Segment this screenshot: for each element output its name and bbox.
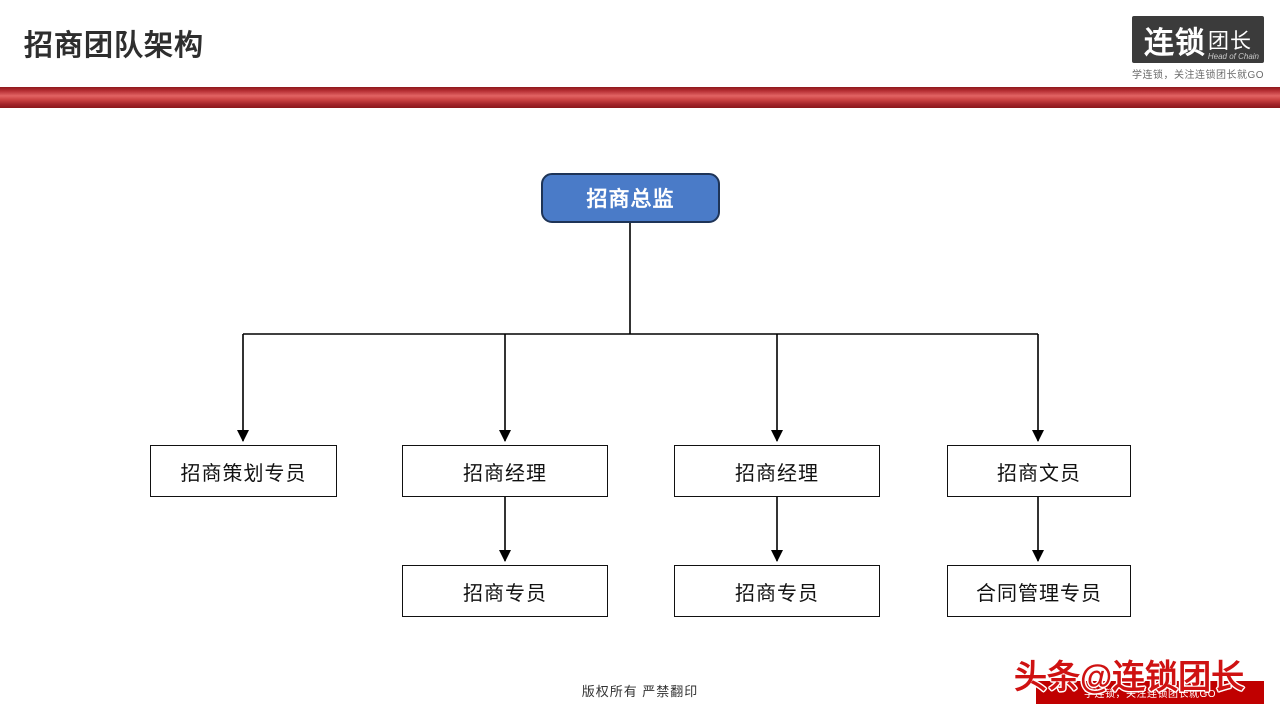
brand-tagline: 学连锁，关注连锁团长就GO bbox=[1131, 70, 1265, 81]
watermark-text: 头条@连锁团长 bbox=[1014, 658, 1245, 695]
copyright-notice: 版权所有 严禁翻印 bbox=[581, 684, 699, 699]
orgchart-node-manager-1: 招商经理 bbox=[402, 445, 608, 497]
orgchart-node-contract-specialist: 合同管理专员 bbox=[947, 565, 1131, 617]
watermark-banner: 学连锁，关注连锁团长就GO bbox=[1036, 681, 1264, 704]
brand-logo-primary-text: 连锁 bbox=[1144, 26, 1206, 60]
red-divider-bar bbox=[0, 87, 1280, 108]
page-title: 招商团队架构 bbox=[24, 30, 205, 62]
orgchart-node-specialist-1: 招商专员 bbox=[402, 565, 608, 617]
orgchart-node-root: 招商总监 bbox=[541, 173, 720, 223]
brand-logo-english-text: Head of Chain bbox=[1207, 52, 1259, 61]
orgchart-node-manager-2: 招商经理 bbox=[674, 445, 880, 497]
orgchart-node-clerk: 招商文员 bbox=[947, 445, 1131, 497]
orgchart-node-specialist-2: 招商专员 bbox=[674, 565, 880, 617]
brand-logo: 连锁 团长 Head of Chain bbox=[1132, 16, 1264, 63]
orgchart-node-planning-specialist: 招商策划专员 bbox=[150, 445, 337, 497]
brand-logo-secondary-text: 团长 bbox=[1208, 29, 1252, 53]
